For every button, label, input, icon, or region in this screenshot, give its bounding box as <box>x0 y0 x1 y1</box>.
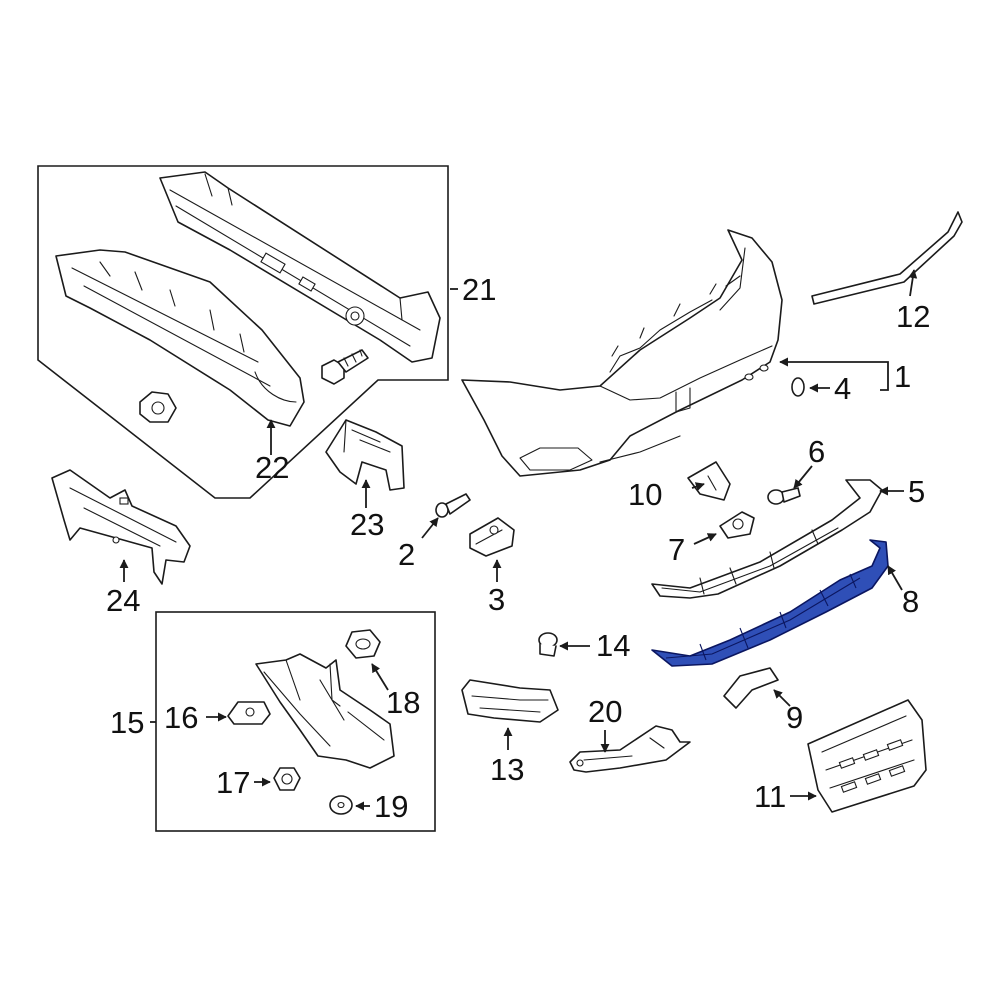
molding-12 <box>811 211 963 305</box>
leader-8 <box>887 565 903 591</box>
callout-18: 18 <box>386 685 420 720</box>
bolt-2 <box>435 493 471 518</box>
leader-6 <box>793 465 813 489</box>
callout-4: 4 <box>834 371 851 406</box>
washer-19 <box>329 795 353 815</box>
bracket-16 <box>227 701 271 725</box>
callout-13: 13 <box>490 752 524 787</box>
bracket-13 <box>461 679 559 723</box>
callout-20: 20 <box>588 694 622 729</box>
callout-8: 8 <box>902 584 919 619</box>
bracket-line-1 <box>880 361 889 391</box>
bracket-20 <box>569 725 691 773</box>
callout-16: 16 <box>164 700 198 735</box>
callout-7: 7 <box>668 532 685 567</box>
leader-18 <box>371 663 389 691</box>
clip-7 <box>719 511 755 539</box>
clip-4 <box>791 377 805 397</box>
callout-23: 23 <box>350 507 384 542</box>
callout-17: 17 <box>216 765 250 800</box>
energy-absorber <box>55 249 305 427</box>
mount-bracket-15 <box>255 653 395 769</box>
callout-12: 12 <box>896 299 930 334</box>
leader-10 <box>691 482 705 491</box>
callout-3: 3 <box>488 582 505 617</box>
nut-18 <box>345 629 381 659</box>
leader-2 <box>421 517 439 539</box>
leader-9 <box>773 689 791 707</box>
leader-12 <box>908 269 918 297</box>
bracket-23 <box>325 419 405 491</box>
callout-21: 21 <box>462 272 496 307</box>
callout-24: 24 <box>106 583 140 618</box>
callout-19: 19 <box>374 789 408 824</box>
callout-10: 10 <box>628 477 662 512</box>
callout-2: 2 <box>398 537 415 572</box>
nut-part <box>139 391 177 423</box>
plate-11 <box>807 699 927 813</box>
diffuser-8-highlighted <box>651 539 889 667</box>
callout-6: 6 <box>808 434 825 469</box>
callout-5: 5 <box>908 474 925 509</box>
bracket-10 <box>687 461 731 501</box>
bolt-part <box>321 349 369 385</box>
bolt-6 <box>767 487 801 505</box>
clip-3 <box>469 517 515 557</box>
callout-14: 14 <box>596 628 630 663</box>
bumper-cover-1 <box>461 229 783 477</box>
callout-15: 15 <box>110 705 144 740</box>
bracket-9 <box>723 667 779 709</box>
reinforcement-beam <box>159 171 441 363</box>
bracket-24 <box>51 469 191 585</box>
group-box-21 <box>37 165 449 499</box>
leader-7 <box>693 533 717 545</box>
callout-9: 9 <box>786 700 803 735</box>
callout-22: 22 <box>255 450 289 485</box>
callout-11: 11 <box>754 779 786 814</box>
pin-14 <box>538 632 558 657</box>
nut-17 <box>273 767 301 791</box>
callout-1: 1 <box>894 359 911 394</box>
